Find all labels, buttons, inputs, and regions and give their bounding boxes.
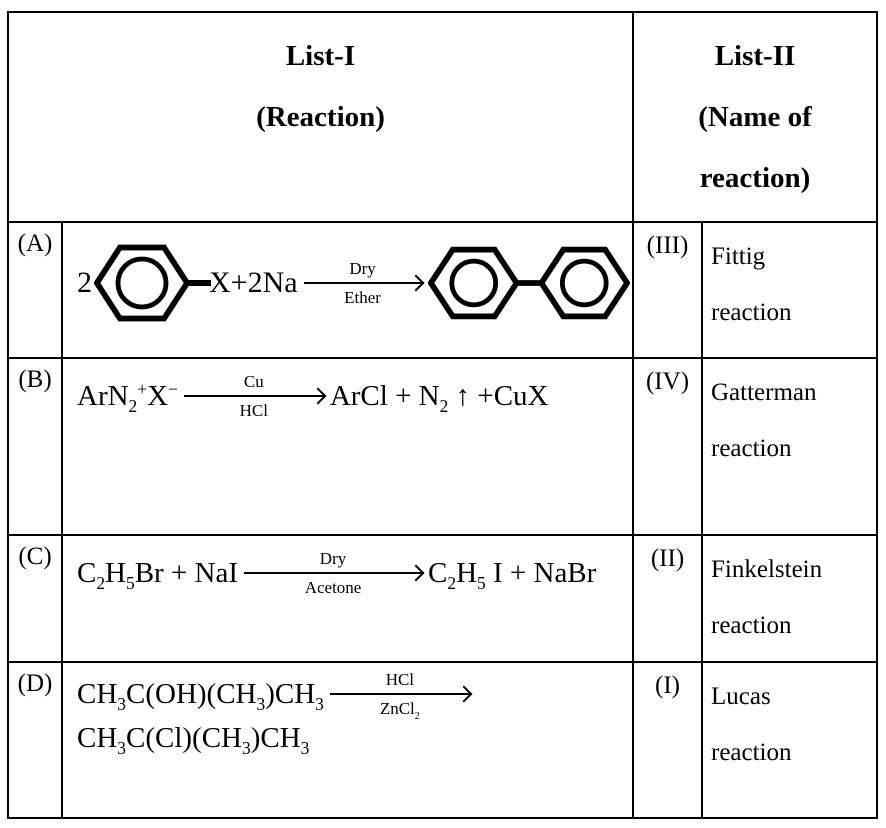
list-i-title: List-I — [285, 40, 356, 72]
reaction-equation-line2: CH3C(Cl)(CH3)CH3 — [77, 721, 310, 758]
name-line: Fittig — [711, 243, 766, 270]
header-list-ii-cell: List-II (Name of reaction) — [634, 13, 876, 223]
biphenyl-icon — [427, 246, 630, 320]
arrow-top-label: HCl — [385, 670, 415, 689]
row-a-label: (A) — [9, 223, 63, 359]
row-c-match-id: (II) — [634, 536, 703, 663]
benzene-ring-icon — [94, 244, 190, 322]
list-ii-subtitle-line2: reaction) — [699, 161, 811, 194]
arrow-bottom-label: Ether — [344, 288, 381, 307]
product-formula: C2H5 I + NaBr — [428, 556, 597, 594]
row-a-reaction-name: Fittig reaction — [703, 223, 876, 359]
reactant-formula: CH3C(OH)(CH3)CH3 — [77, 677, 324, 715]
reaction-equation: ArN2+X− Cu HCl ArCl + N2 ↑ +CuX — [77, 371, 548, 422]
row-b-match-id: (IV) — [634, 359, 703, 536]
arrow-top-label: Dry — [349, 258, 376, 278]
reagent-formula: X+2Na — [209, 266, 298, 299]
name-line: reaction — [711, 739, 792, 767]
name-line: Gatterman — [711, 379, 817, 406]
reaction-arrow-icon: Dry Ether — [303, 258, 422, 309]
reactant-formula: ArN2+X− — [77, 379, 178, 417]
row-d-reaction-cell: CH3C(OH)(CH3)CH3 HCl ZnCl2 CH3C(Cl)(CH3)… — [63, 663, 634, 817]
arrow-top-label: Dry — [319, 549, 347, 568]
reaction-arrow-icon: Dry Acetone — [244, 548, 423, 599]
arrow-bottom-label: HCl — [239, 401, 268, 421]
bond-line — [187, 280, 211, 286]
reaction-equation-line1: CH3C(OH)(CH3)CH3 HCl ZnCl2 — [77, 669, 476, 722]
arrow-bottom-label: ZnCl2 — [379, 699, 420, 722]
row-c-label: (C) — [9, 536, 63, 663]
wurtz-fittig-scheme: 2 X+2Na Dry Ether — [77, 239, 630, 341]
row-a-reaction-cell: 2 X+2Na Dry Ether — [63, 223, 634, 359]
list-ii-title: List-II — [714, 40, 796, 72]
product-formula: CH3C(Cl)(CH3)CH3 — [77, 721, 310, 758]
row-c-reaction-name: Finkelstein reaction — [703, 536, 876, 663]
matching-table: List-I (Reaction) List-II (Name of react… — [7, 11, 878, 819]
row-b-label: (B) — [9, 359, 63, 536]
row-c-reaction-cell: C2H5Br + NaI Dry Acetone C2H5 I + NaBr — [63, 536, 634, 663]
list-ii-subtitle-line1: (Name of — [698, 100, 812, 133]
name-line: Lucas — [711, 683, 771, 710]
name-line: reaction — [711, 612, 792, 640]
list-i-subtitle: (Reaction) — [256, 100, 385, 133]
row-a-match-id: (III) — [634, 223, 703, 359]
reaction-equation: C2H5Br + NaI Dry Acetone C2H5 I + NaBr — [77, 548, 596, 599]
arrow-bottom-label: Acetone — [304, 578, 362, 598]
reactant-formula: C2H5Br + NaI — [77, 556, 239, 594]
product-formula: ArCl + N2 ↑ +CuX — [329, 379, 549, 417]
row-d-reaction-name: Lucas reaction — [703, 663, 876, 817]
header-list-i-cell: List-I (Reaction) — [9, 13, 634, 223]
coefficient: 2 — [77, 266, 92, 299]
name-line: Finkelstein — [711, 556, 823, 583]
name-line: reaction — [711, 299, 792, 327]
reaction-arrow-icon: Cu HCl — [183, 371, 324, 422]
reaction-arrow-icon: HCl ZnCl2 — [329, 669, 470, 722]
row-b-reaction-cell: ArN2+X− Cu HCl ArCl + N2 ↑ +CuX — [63, 359, 634, 536]
row-d-label: (D) — [9, 663, 63, 817]
arrow-top-label: Cu — [243, 372, 264, 391]
name-line: reaction — [711, 435, 792, 463]
row-d-match-id: (I) — [634, 663, 703, 817]
row-b-reaction-name: Gatterman reaction — [703, 359, 876, 536]
